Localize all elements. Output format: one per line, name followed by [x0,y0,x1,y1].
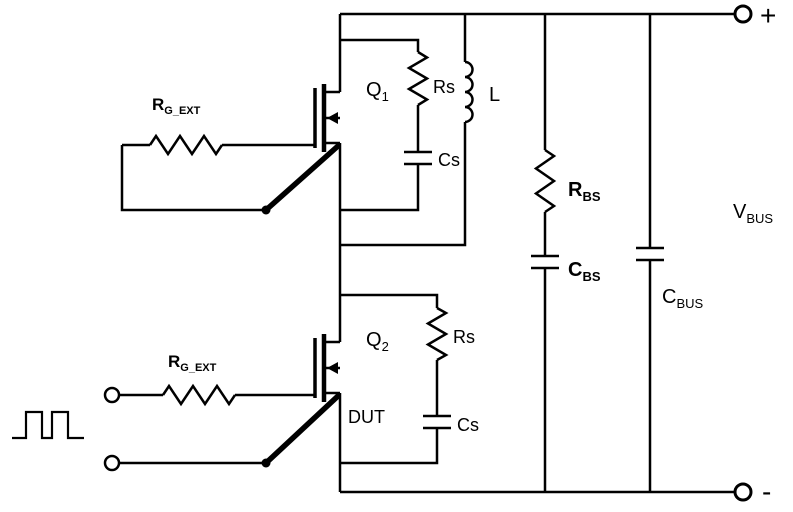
inductor-label: L [489,84,500,106]
cs-bottom-label: Cs [457,415,479,435]
q1-label: Q1 [366,79,389,104]
q2-body-arrow-icon [327,362,338,374]
bus-snubber-branch [531,14,559,492]
cbs-label: CBS [568,259,601,284]
resistor-rg-ext-top [148,133,224,157]
q1-body-arrow-icon [327,112,338,124]
q2-snubber [340,293,451,465]
resistor-rs-top [406,50,430,107]
gate-drive-input-terminal [103,386,121,404]
double-pulse-waveform-icon [12,410,84,440]
cs-top-label: Cs [438,150,460,170]
mosfet-q2-dut [313,334,340,402]
q2-label: Q2 [366,329,389,354]
mosfet-q1 [313,84,340,152]
q1-kelvin-source-link [263,143,341,213]
bus-positive-rail [340,4,753,24]
q1-kelvin-junction-dot [261,205,271,215]
q2-gate-drive [12,383,341,472]
minus-sign-label: - [762,476,771,507]
bus-capacitor-branch [636,14,664,492]
q2-kelvin-source-link [263,393,341,466]
cbus-label: CBUS [662,286,704,311]
resistor-rs-bottom [425,306,449,362]
rg-ext-top-label: RG_EXT [152,95,201,117]
bus-negative-rail [340,482,753,502]
rs-bottom-label: Rs [453,327,475,347]
q1-gate-network [120,133,341,215]
dut-label: DUT [348,407,385,427]
rbs-label: RBS [568,179,601,204]
load-inductor [340,14,474,247]
gate-return-terminal [103,454,121,472]
resistor-rbs [533,148,557,214]
rs-top-label: Rs [433,77,455,97]
negative-terminal [733,482,753,502]
rg-ext-bottom-label: RG_EXT [168,352,217,374]
inductor-coil-icon [464,60,474,124]
q2-kelvin-junction-dot [261,458,271,468]
plus-sign-label: + [760,0,776,31]
positive-terminal [733,4,753,24]
vbus-label: VBUS [733,201,773,226]
resistor-rg-ext-bottom [161,383,237,407]
q1-snubber [340,38,432,212]
